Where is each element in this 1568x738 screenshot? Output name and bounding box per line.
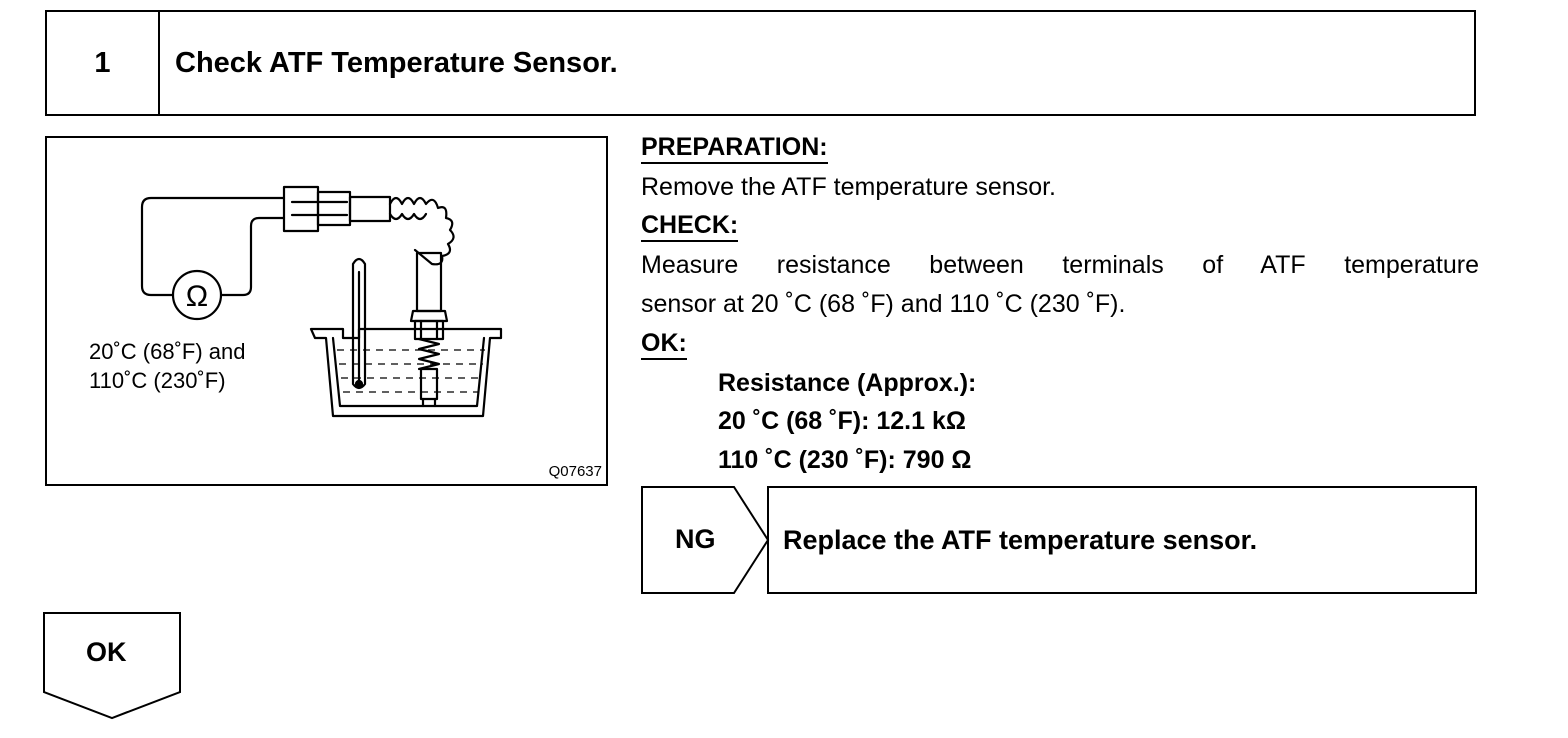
ok-label: OK: [86, 637, 127, 667]
ng-branch-marker: NG: [641, 486, 771, 594]
step-title: Check ATF Temperature Sensor.: [175, 46, 618, 79]
condition-line-2: 110˚C (230˚F): [89, 368, 226, 393]
ng-result-box: Replace the ATF temperature sensor.: [767, 486, 1477, 594]
spec-line-1: 20 ˚C (68 ˚F): 12.1 kΩ: [718, 407, 966, 435]
ok-heading: OK:: [641, 329, 687, 360]
check-text-line-1: Measure resistance between terminals of …: [641, 251, 1479, 279]
spec-line-2: 110 ˚C (230 ˚F): 790 Ω: [718, 446, 972, 474]
sensor-measurement-diagram: Ω: [140, 185, 503, 418]
step-number: 1: [47, 12, 160, 114]
coiled-harness: [388, 196, 455, 266]
sensor-thread: [417, 337, 441, 371]
step-header: 1 Check ATF Temperature Sensor.: [45, 10, 1476, 116]
condition-line-1: 20˚C (68˚F) and: [89, 339, 246, 364]
preparation-text: Remove the ATF temperature sensor.: [641, 173, 1057, 201]
sensor-illustration: Ω 20˚C (68˚F) and 110˚C (230˚F) Q07637: [45, 136, 608, 486]
ng-label: NG: [675, 524, 716, 554]
ng-arrow-icon: [641, 486, 770, 594]
thermometer: [351, 257, 367, 390]
liquid-container: [309, 327, 503, 418]
meter-lead-wire-right: [219, 216, 286, 297]
figure-code: Q07637: [548, 463, 602, 480]
preparation-heading: PREPARATION:: [641, 133, 828, 164]
ok-arrow-icon: [43, 612, 181, 720]
ohm-symbol: Ω: [186, 280, 208, 313]
ok-branch-marker: OK: [43, 612, 181, 720]
check-heading: CHECK:: [641, 211, 739, 242]
connector-body: [282, 185, 320, 233]
temperature-condition: 20˚C (68˚F) and 110˚C (230˚F): [89, 337, 246, 395]
check-text-line-2: sensor at 20 ˚C (68 ˚F) and 110 ˚C (230 …: [641, 290, 1126, 318]
meter-lead-wire: [140, 196, 286, 297]
spec-title: Resistance (Approx.):: [718, 369, 977, 397]
ohmmeter-circle: [171, 269, 223, 321]
